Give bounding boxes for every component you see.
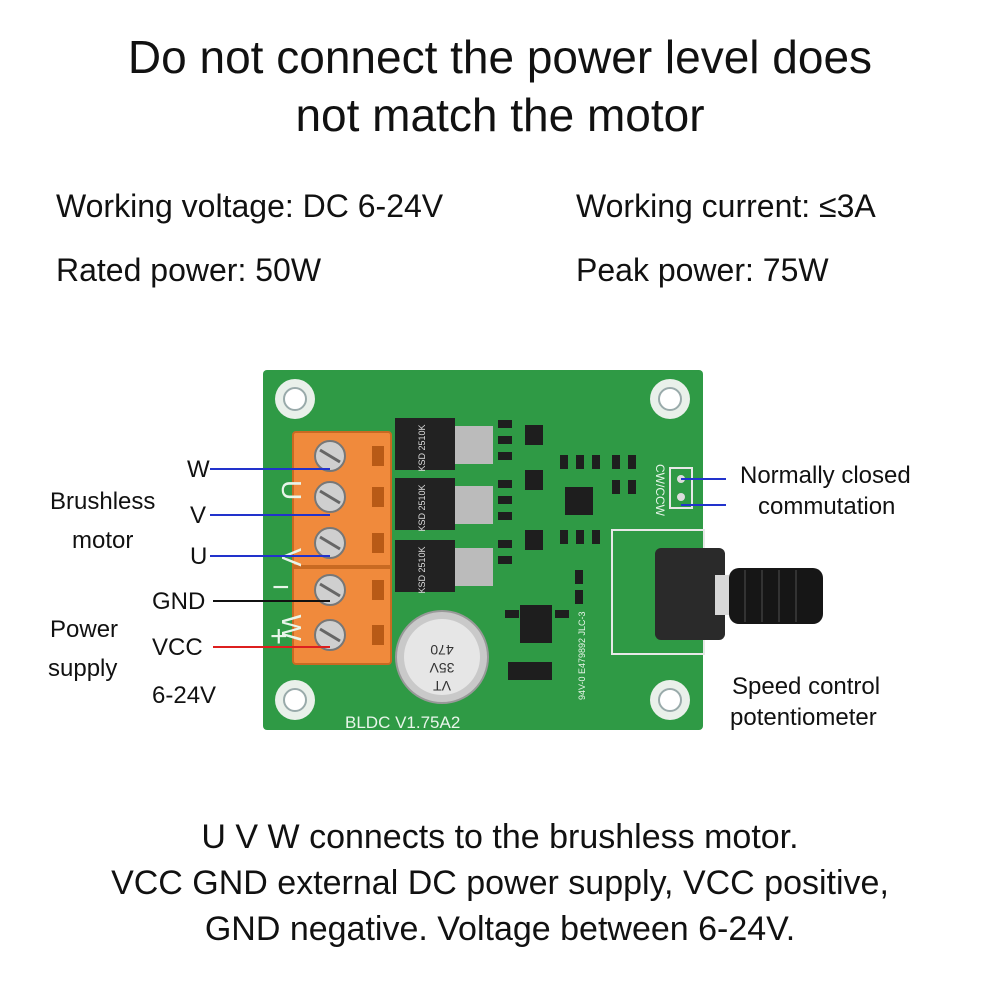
silk-board-label: BLDC V1.75A2	[345, 713, 460, 732]
potentiometer	[611, 529, 823, 655]
label-brushless-1: Brushless	[50, 488, 156, 515]
spec-working-voltage: Working voltage: DC 6-24V	[56, 188, 444, 224]
spec-working-current: Working current: ≤3A	[576, 188, 876, 224]
label-brushless-2: motor	[72, 527, 134, 554]
cw-ccw-jumper	[669, 467, 693, 509]
label-commutation-2: commutation	[758, 493, 896, 520]
silk-minus: −	[272, 571, 290, 604]
mosfets	[395, 418, 493, 592]
label-pot-1: Speed control	[732, 673, 881, 700]
label-power-2: supply	[48, 655, 118, 682]
bottom-line3: GND negative. Voltage between 6-24V.	[204, 910, 796, 948]
capacitor-text-2: 35V	[429, 660, 455, 676]
capacitor	[395, 610, 489, 704]
label-vcc: VCC	[152, 634, 203, 661]
smd-components	[498, 420, 636, 680]
label-commutation-1: Normally closed	[740, 462, 911, 489]
bottom-line1: U V W connects to the brushless motor.	[201, 818, 799, 856]
warning-title: Do not connect the power level does not …	[0, 28, 1000, 144]
capacitor-text-1: 470	[430, 642, 454, 658]
mosfet-3-text: KSD 2510K	[417, 546, 427, 593]
label-voltage-range: 6-24V	[152, 682, 217, 709]
silk-cert: 94V-0 E479892 JLC-3	[577, 611, 587, 700]
silk-uvw: U V W	[276, 480, 307, 661]
label-pot-2: potentiometer	[730, 704, 877, 731]
label-v: V	[190, 502, 207, 529]
capacitor-text-3: VT	[433, 678, 451, 694]
mounting-holes	[275, 379, 690, 720]
label-power-1: Power	[50, 616, 119, 643]
silk-cw-ccw: CW/CCW	[653, 464, 667, 517]
terminal-block	[292, 431, 392, 665]
bottom-line2: VCC GND external DC power supply, VCC po…	[111, 864, 889, 902]
mosfet-2-text: KSD 2510K	[417, 484, 427, 531]
label-wires	[210, 468, 726, 648]
spec-rated-power: Rated power: 50W	[56, 252, 322, 288]
label-gnd: GND	[152, 588, 206, 615]
label-u: U	[190, 543, 208, 570]
warning-title-line1: Do not connect the power level does	[127, 31, 873, 83]
silk-plus: +	[270, 620, 288, 653]
spec-peak-power: Peak power: 75W	[576, 252, 829, 288]
mosfet-1-text: KSD 2510K	[417, 424, 427, 471]
warning-title-line2: not match the motor	[295, 89, 705, 141]
label-w: W	[187, 456, 210, 483]
bottom-description: U V W connects to the brushless motor. V…	[0, 814, 1000, 952]
